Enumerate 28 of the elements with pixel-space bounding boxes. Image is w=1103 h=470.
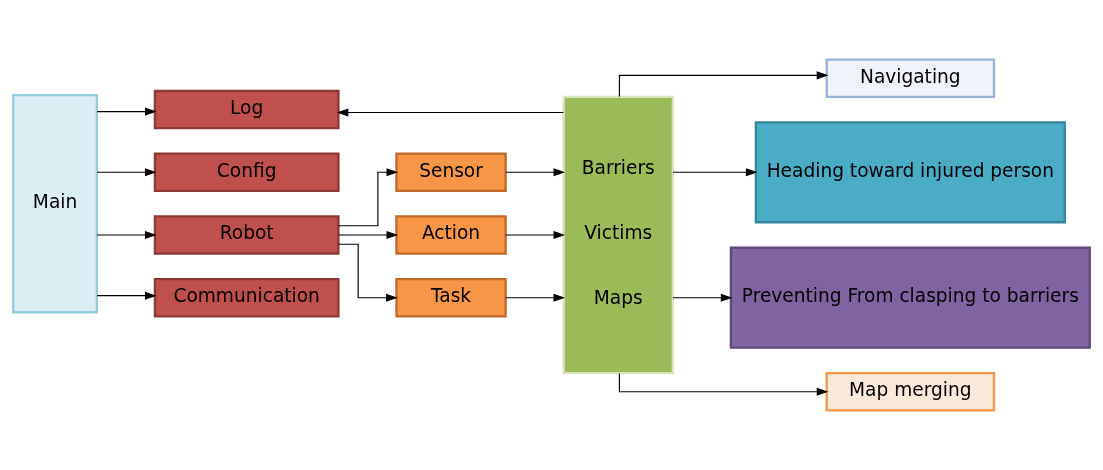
node-box: Preventing From clasping to barriers <box>729 246 1091 349</box>
arrow <box>505 168 566 177</box>
arrow <box>336 108 565 117</box>
arrow <box>96 107 157 116</box>
arrow <box>505 230 566 240</box>
arrow <box>672 293 733 302</box>
arrow <box>338 230 399 240</box>
node-box: Communication <box>153 277 340 318</box>
arrow <box>505 293 566 302</box>
arrow <box>618 71 829 98</box>
node-box: Sensor <box>395 152 507 193</box>
node-box: Log <box>153 89 340 130</box>
node-box: Config <box>153 152 340 193</box>
arrow <box>96 168 157 177</box>
node-box: Main <box>12 93 98 314</box>
arrow <box>96 291 157 300</box>
arrow <box>672 168 758 177</box>
arrow <box>618 372 829 396</box>
node-box: Task <box>395 277 507 318</box>
arrow <box>337 168 399 227</box>
node-box: Map merging <box>825 372 996 412</box>
node-box: Navigating <box>825 58 996 98</box>
arrow <box>96 230 157 240</box>
node-box: Barriers Victims Maps <box>562 95 674 375</box>
node-box: Heading toward injured person <box>754 121 1066 224</box>
arrow <box>338 243 398 302</box>
node-box: Action <box>395 215 507 255</box>
node-box: Robot <box>153 215 340 255</box>
